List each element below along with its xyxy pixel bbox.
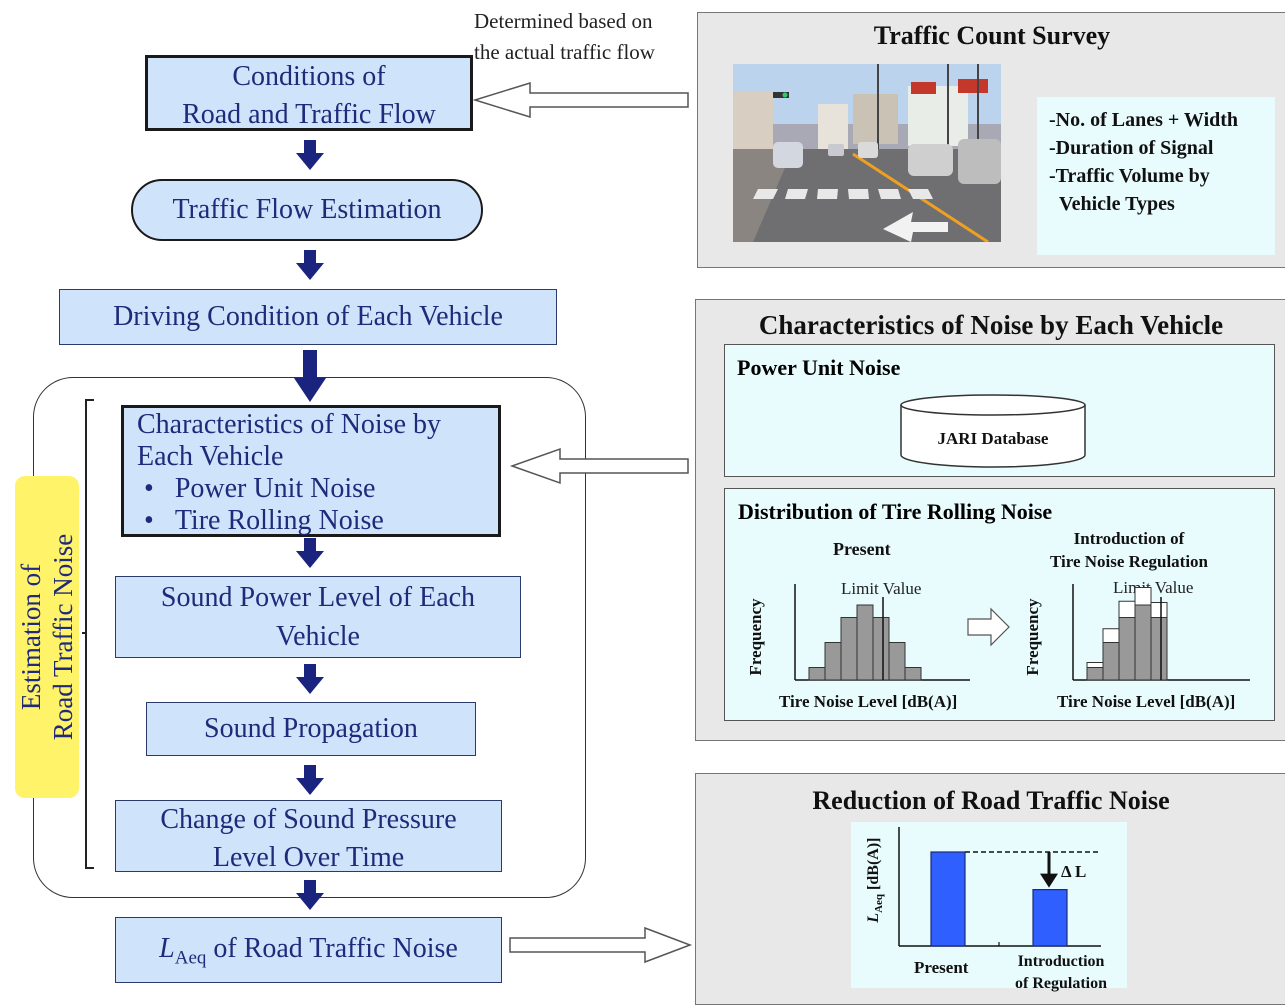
reduction-bars [898, 827, 1101, 947]
survey-item: ‐Traffic Volume by [1049, 165, 1210, 187]
histogram-bar [872, 617, 890, 681]
x-label-right: Tire Noise Level [dB(A)] [1057, 692, 1236, 711]
reduction-cat-present: Present [914, 958, 969, 977]
arrow-down-icon [296, 664, 324, 694]
arrow-down-icon [1040, 873, 1058, 888]
survey-title: Traffic Count Survey [873, 21, 1111, 50]
limit-label-left: Limit Value [841, 579, 922, 598]
tire-noise-subpanel: Distribution of Tire Rolling Noise Prese… [724, 488, 1275, 721]
histogram-bar [1086, 667, 1104, 681]
x-label-left: Tire Noise Level [dB(A)] [779, 692, 958, 711]
power-unit-subpanel: Power Unit Noise JARI Database [724, 344, 1275, 477]
hollow-arrows [472, 81, 693, 964]
arrow-down-icon [296, 880, 324, 910]
traffic-count-survey-panel: Traffic Count Survey ‐No. of Lanes + Wid… [697, 12, 1285, 268]
histogram-bar-shift [1102, 628, 1120, 643]
arrow-right-icon [967, 607, 1010, 647]
arrow-down-icon [296, 765, 324, 795]
estimation-bracket [82, 399, 94, 869]
histogram-bar-shift [1118, 600, 1136, 618]
street-photo [733, 64, 1001, 242]
arrow-down-icon [294, 350, 326, 402]
arrow-left-icon [472, 81, 689, 119]
histogram-bar-shift [1150, 602, 1168, 618]
reduction-bar [930, 851, 966, 947]
delta-l-label: Δ L [1061, 862, 1087, 881]
characteristics-box: Characteristics of Noise by Each Vehicle… [121, 405, 501, 537]
histogram-bar [808, 667, 826, 681]
histogram-bar [1150, 617, 1168, 681]
histogram-bar [824, 642, 842, 681]
sound-propagation-box: Sound Propagation [146, 702, 476, 756]
sound-power-box: Sound Power Level of Each Vehicle [115, 576, 521, 658]
survey-item: ‐No. of Lanes + Width [1049, 109, 1239, 131]
histogram-bar [856, 604, 874, 681]
reduction-panel: Reduction of Road Traffic Noise LAeq [dB… [695, 773, 1285, 1005]
arrow-down-icon [296, 250, 324, 280]
limit-label-right: Limit Value [1113, 578, 1194, 597]
histogram-bar [904, 667, 922, 681]
characteristics-panel: Characteristics of Noise by Each Vehicle… [695, 299, 1285, 741]
note-determined: Determined based on the actual traffic f… [474, 9, 655, 64]
power-unit-title: Power Unit Noise [737, 355, 901, 380]
bullet-power-unit: Power Unit Noise [174, 473, 376, 504]
histogram-bar-shift [1134, 587, 1152, 606]
survey-item: ‐Duration of Signal [1049, 137, 1214, 159]
reduction-chart-box: LAeq [dB(A)] Present Introduction of Reg… [851, 822, 1127, 992]
reduction-bar [1032, 888, 1068, 947]
histogram-bar-shift [1086, 662, 1104, 668]
histogram-bar [840, 617, 858, 681]
histogram-bar [888, 642, 906, 681]
database-icon [900, 394, 1086, 468]
estimation-label: Estimation of Road Traffic Noise [15, 476, 79, 798]
survey-item: Vehicle Types [1059, 193, 1175, 215]
present-label: Present [833, 539, 891, 559]
arrow-left-icon [509, 447, 689, 485]
arrow-down-icon [296, 538, 324, 568]
reduction-title: Reduction of Road Traffic Noise [812, 786, 1170, 815]
tire-noise-title: Distribution of Tire Rolling Noise [738, 499, 1053, 524]
histogram-bar [1134, 604, 1152, 681]
database-label: JARI Database [937, 429, 1049, 448]
traffic-flow-estimation-box: Traffic Flow Estimation [131, 179, 483, 241]
conditions-box: Conditions of Road and Traffic Flow [145, 55, 473, 131]
characteristics-title: Characteristics of Noise by Each Vehicle [758, 310, 1224, 340]
arrow-right-icon [509, 926, 693, 964]
histogram-bar [1118, 617, 1136, 681]
bullet-tire-rolling: Tire Rolling Noise [174, 505, 384, 536]
survey-items-box: ‐No. of Lanes + Width ‐Duration of Signa… [1037, 97, 1275, 255]
laeq-box: LAeq of Road Traffic Noise [115, 917, 502, 983]
change-sound-pressure-box: Change of Sound Pressure Level Over Time [115, 800, 502, 873]
tire-histograms [794, 584, 1250, 681]
intro-label: Introduction of Tire Noise Regulation [1049, 529, 1209, 571]
reduction-cat-intro: Introduction of Regulation [1015, 953, 1107, 992]
driving-condition-box: Driving Condition of Each Vehicle [59, 289, 557, 345]
flow-arrows [294, 140, 326, 910]
arrow-down-icon [296, 140, 324, 170]
histogram-bar [1102, 642, 1120, 681]
